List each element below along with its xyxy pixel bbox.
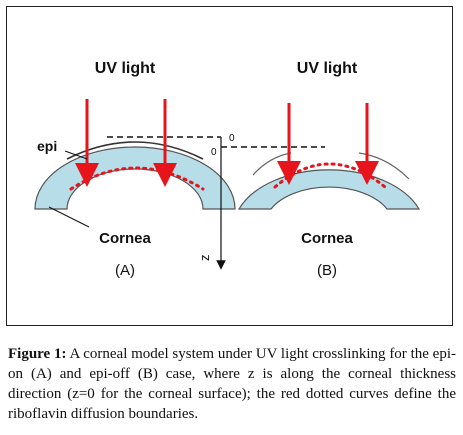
cornea-shape-a [34, 146, 236, 210]
uv-light-label-a: UV light [95, 60, 156, 77]
cornea-pointer-a [48, 206, 90, 228]
z-label: z [197, 255, 212, 262]
z-axis: 0 0 z [107, 133, 325, 270]
epi-pointer [64, 150, 88, 160]
corneal-diagram: UV light epi Cornea (A) 0 0 z [34, 60, 421, 279]
case-label-a: (A) [115, 262, 135, 279]
figure-caption: Figure 1: A corneal model system under U… [8, 344, 456, 424]
caption-text: A corneal model system under UV light cr… [8, 346, 456, 422]
zero-label-b: 0 [229, 133, 235, 144]
figure-panel: UV light epi Cornea (A) 0 0 z [6, 6, 453, 326]
panel-b: UV light Cornea (B) [237, 60, 421, 279]
cornea-label-b: Cornea [301, 230, 353, 247]
epithelium-layer [66, 141, 204, 160]
uv-light-label-b: UV light [297, 60, 358, 77]
cornea-shape-b [237, 169, 421, 210]
case-label-b: (B) [317, 262, 337, 279]
removed-epi-right [358, 152, 410, 180]
panel-a: UV light epi Cornea (A) [34, 60, 236, 279]
zero-label-a: 0 [211, 147, 217, 158]
cornea-label-a: Cornea [99, 230, 151, 247]
removed-epi-left [252, 152, 292, 176]
figure-label: Figure 1: [8, 346, 67, 362]
epi-label: epi [37, 138, 57, 154]
